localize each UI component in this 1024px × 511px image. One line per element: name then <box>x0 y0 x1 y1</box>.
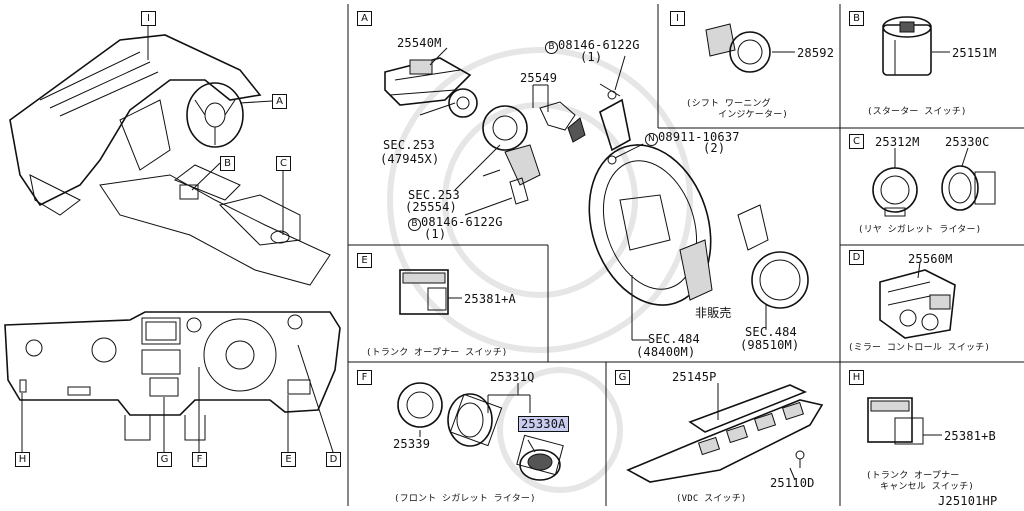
part-25330a-highlighted[interactable]: 25330A <box>518 416 569 432</box>
sec253-top-sub: (47945X) <box>380 152 440 166</box>
dashboard-front <box>4 311 341 441</box>
nut-prefix-icon: N <box>645 133 658 146</box>
caption-g: (VDC スイッチ) <box>676 494 747 504</box>
steering-exploded <box>384 57 809 309</box>
caption-c: (リヤ シガレット ライター) <box>858 225 982 235</box>
trunk-opener-switch-part <box>399 269 462 315</box>
cockpit-perspective <box>9 34 331 286</box>
panel-d-tag: D <box>849 250 864 265</box>
panel-c-tag: C <box>849 134 864 149</box>
bolt-qty-bottom: (1) <box>424 227 447 241</box>
part-25381a: 25381+A <box>464 292 516 306</box>
caption-e: (トランク オープナー スイッチ) <box>366 348 508 358</box>
vdc-switch-part <box>626 383 824 483</box>
panel-b-tag: B <box>849 11 864 26</box>
sec484-left: SEC.484 <box>648 332 700 346</box>
panel-a-leaders <box>419 47 767 341</box>
part-25339: 25339 <box>393 437 431 451</box>
caption-h-line2: キャンセル スイッチ) <box>880 482 975 492</box>
callout-d: D <box>326 452 341 467</box>
rear-lighter-parts <box>872 147 996 217</box>
part-25110d: 25110D <box>770 476 815 490</box>
part-25381b: 25381+B <box>944 429 996 443</box>
nut-number: 08911-10637 <box>658 130 740 144</box>
bolt-number-bottom: 08146-6122G <box>421 215 503 229</box>
callout-c: C <box>276 156 291 171</box>
panel-g-tag: G <box>615 370 630 385</box>
panel-e-tag: E <box>357 253 372 268</box>
mirror-switch-part <box>879 261 956 339</box>
sec484-right: SEC.484 <box>745 325 797 339</box>
starter-switch-part <box>882 16 950 76</box>
callout-a: A <box>272 94 287 109</box>
part-25540m: 25540M <box>397 36 442 50</box>
caption-d: (ミラー コントロール スイッチ) <box>848 343 991 353</box>
trunk-cancel-switch-part <box>867 397 942 445</box>
warning-indicator-part <box>705 23 795 73</box>
part-25312m: 25312M <box>875 135 920 149</box>
part-25331q: 25331Q <box>490 370 535 384</box>
panel-i-tag: I <box>670 11 685 26</box>
sec484-right-sub: (98510M) <box>740 338 800 352</box>
callout-i: I <box>141 11 156 26</box>
panel-h-tag: H <box>849 370 864 385</box>
caption-i-line2: インジケーター) <box>718 110 789 120</box>
not-for-sale-label: 非販売 <box>695 306 732 320</box>
callout-f: F <box>192 452 207 467</box>
callout-h: H <box>15 452 30 467</box>
caption-b: (スターター スイッチ) <box>867 107 967 117</box>
part-25549: 25549 <box>520 71 558 85</box>
part-25145p: 25145P <box>672 370 717 384</box>
watermark <box>387 47 693 493</box>
callout-e: E <box>281 452 296 467</box>
panel-a-tag: A <box>357 11 372 26</box>
sec253-top: SEC.253 <box>383 138 435 152</box>
caption-f: (フロント シガレット ライター) <box>394 494 536 504</box>
overview-leaders <box>147 24 284 235</box>
caption-i-line1: (シフト ワーニング <box>686 99 771 109</box>
panel-frames <box>347 4 1024 506</box>
panel-f-tag: F <box>357 370 372 385</box>
bolt-qty-top: (1) <box>580 50 603 64</box>
part-25560m: 25560M <box>908 252 953 266</box>
bolt-prefix-icon-2: B <box>408 218 421 231</box>
part-25151m: 25151M <box>952 46 997 60</box>
part-28592: 28592 <box>797 46 835 60</box>
callout-g: G <box>157 452 172 467</box>
part-25330c: 25330C <box>945 135 990 149</box>
dashboard-leaders <box>21 344 334 453</box>
sec484-left-sub: (48400M) <box>636 345 696 359</box>
bolt-number-top: 08146-6122G <box>558 38 640 52</box>
sec253-bottom: SEC.253 <box>408 188 460 202</box>
nut-qty: (2) <box>703 141 726 155</box>
sec253-bottom-sub: (25554) <box>405 200 457 214</box>
diagram-code: J25101HP <box>938 494 998 508</box>
caption-h-line1: (トランク オープナー <box>866 471 960 481</box>
bolt-prefix-icon: B <box>545 41 558 54</box>
callout-b: B <box>220 156 235 171</box>
front-lighter-parts <box>397 382 564 481</box>
